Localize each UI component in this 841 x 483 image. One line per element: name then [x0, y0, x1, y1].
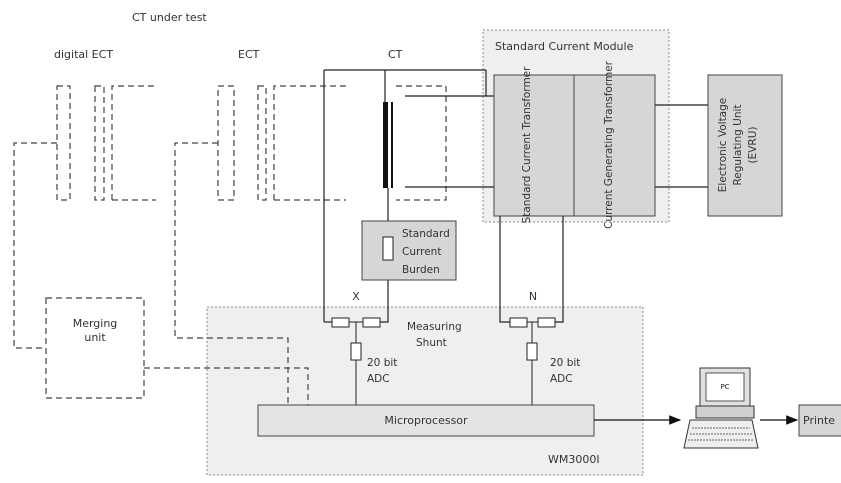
standard-current-transformer: [493, 74, 575, 217]
pc-icon: [683, 367, 759, 449]
standard-current-transformer-label-1: Standard Current Transformer: [521, 66, 533, 224]
evru-box: [707, 74, 783, 217]
pc-label: PC: [720, 383, 729, 391]
ect-symbol: [217, 85, 346, 201]
merging-unit-label-2: unit: [84, 331, 106, 344]
burden-label-1: Standard: [402, 228, 450, 240]
microprocessor: [257, 404, 595, 437]
digital-ect-label: digital ECT: [54, 48, 113, 61]
ct-label: CT: [388, 48, 403, 61]
x-label: X: [352, 290, 360, 303]
standard-current-burden: [361, 220, 457, 281]
n-label: N: [529, 290, 537, 303]
measuring-shunt-n: [509, 317, 556, 405]
adc-n-label-2: ADC: [550, 373, 573, 385]
evru-label-3: (EVRU): [747, 127, 759, 164]
current-generating-transformer-label: Current Generating Transformer: [603, 60, 615, 229]
ect-label: ECT: [238, 48, 260, 61]
microprocessor-label: Microprocessor: [384, 414, 468, 427]
merging-unit-label-1: Merging: [73, 317, 118, 330]
wm3000i-label: WM3000I: [548, 453, 600, 466]
adc-x-label-2: ADC: [367, 373, 390, 385]
burden-label-3: Burden: [402, 264, 440, 276]
measuring-shunt-label-2: Shunt: [416, 337, 447, 349]
adc-x-label-1: 20 bit: [367, 357, 397, 369]
ct-primary-loop: [323, 69, 494, 323]
printer-label: Printe: [803, 414, 835, 427]
burden-resistor: [382, 236, 394, 261]
measuring-shunt-x: [331, 317, 381, 405]
evru-label-1: Electronic Voltage: [717, 98, 729, 192]
merging-unit: [45, 297, 145, 399]
printer-box: [798, 404, 841, 437]
ct-under-test-label: CT under test: [132, 11, 207, 24]
dashed-signal-lines: [13, 142, 309, 405]
digital-ect-symbol: [56, 85, 156, 201]
evru-label-2: Regulating Unit: [732, 104, 744, 185]
measuring-shunt-label-1: Measuring: [407, 321, 462, 333]
current-generating-transformer: [573, 74, 656, 217]
wm3000i-panel: [206, 306, 644, 476]
ct-symbol: [383, 85, 447, 201]
adc-n-label-1: 20 bit: [550, 357, 580, 369]
burden-label-2: Current: [402, 246, 441, 258]
standard-current-module-label: Standard Current Module: [495, 40, 634, 53]
